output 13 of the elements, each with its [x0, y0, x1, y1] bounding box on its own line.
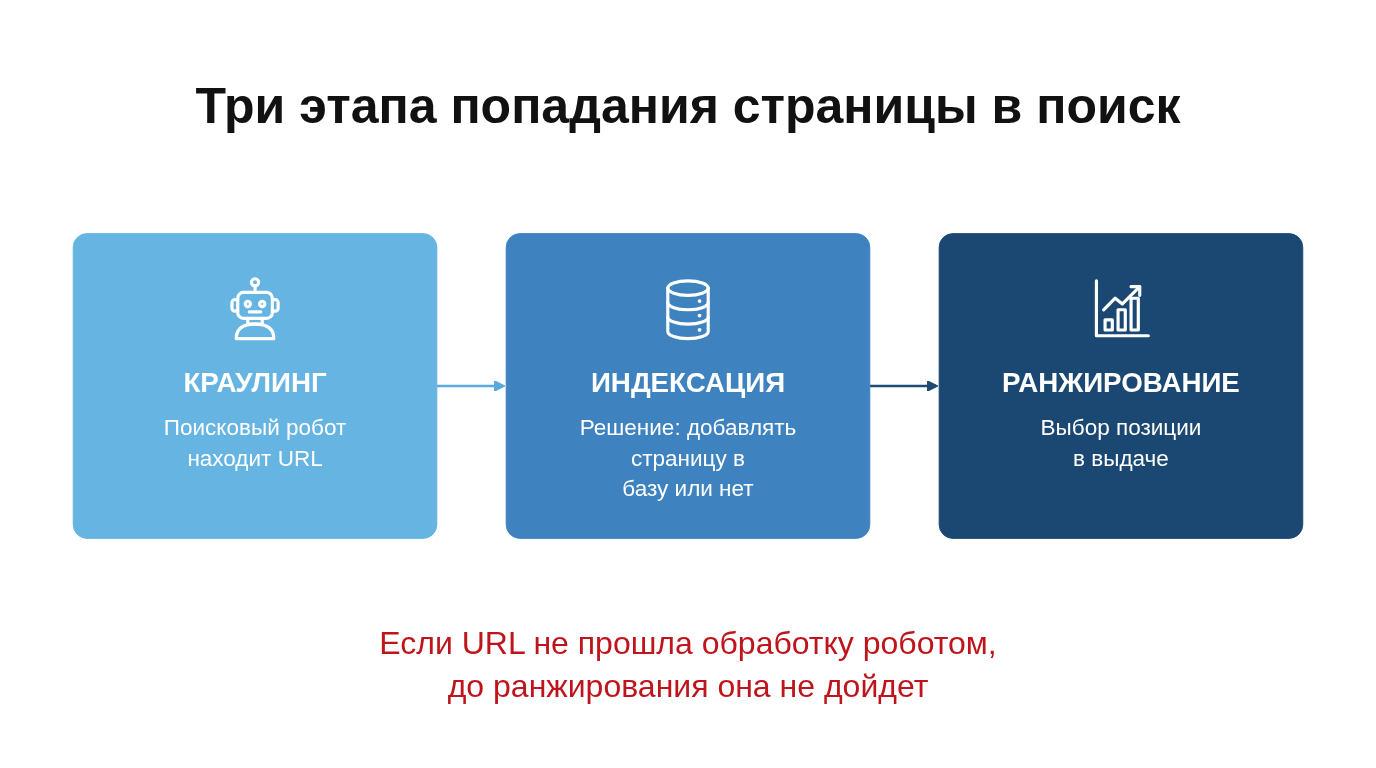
stage-description: Поисковый робот находит URL — [163, 414, 347, 471]
stage-description: Решение: добавлять страницу в базу или нет — [579, 414, 797, 502]
stage-description: Выбор позиции в выдаче — [1040, 414, 1202, 471]
title: Три этапа попадания страницы в поиск — [195, 78, 1181, 134]
stage-card — [938, 233, 1304, 539]
stage-card — [505, 233, 871, 539]
stage-heading: КРАУЛИНГ — [183, 366, 327, 399]
stage-heading: РАНЖИРОВАНИЕ — [1002, 366, 1240, 399]
stage-heading: ИНДЕКСАЦИЯ — [590, 366, 786, 399]
arrow — [869, 380, 939, 392]
caption: Если URL не прошла обработку роботом, до ранжирования она не дойдет — [379, 625, 997, 705]
stage-card — [72, 233, 438, 539]
arrow — [436, 380, 506, 392]
